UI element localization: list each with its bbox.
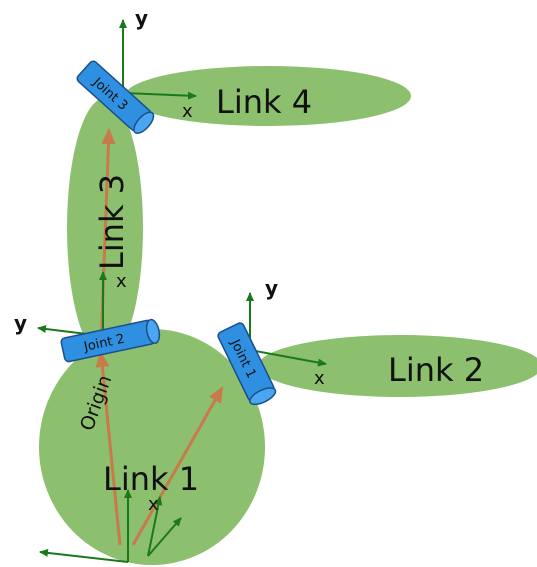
- link-4-label: Link 4: [216, 83, 312, 121]
- link-4-body: [125, 66, 411, 126]
- joint1-frame-y-label: y: [265, 276, 278, 300]
- link1-frame-y-axis: [147, 496, 163, 557]
- link1-frame-x-axis: [147, 517, 182, 557]
- link1-frame-x-label: x: [148, 494, 159, 515]
- joint3-frame-y-label: y: [135, 6, 148, 30]
- link-1-label: Link 1: [103, 460, 199, 498]
- joint1-frame-x-axis: [249, 349, 327, 367]
- origin-to-joint2-vector: [95, 351, 122, 546]
- joint2-frame-x-label: x: [116, 271, 127, 292]
- joint3-frame-x-axis: [122, 91, 197, 100]
- joint2-frame-y-label: y: [14, 311, 27, 335]
- joint3-frame-x-label: x: [182, 101, 193, 122]
- link-2-body: [258, 335, 537, 397]
- link-2-label: Link 2: [388, 351, 484, 389]
- joint1-frame-x-label: x: [314, 368, 325, 389]
- link-3-label: Link 3: [93, 174, 131, 270]
- origin-to-joint1-vector: [131, 386, 224, 546]
- base-frame-x-axis: [39, 548, 129, 563]
- joint-2: Joint 2: [60, 318, 161, 363]
- link-1-body: [39, 329, 265, 565]
- joint-1: Joint 1: [217, 322, 277, 406]
